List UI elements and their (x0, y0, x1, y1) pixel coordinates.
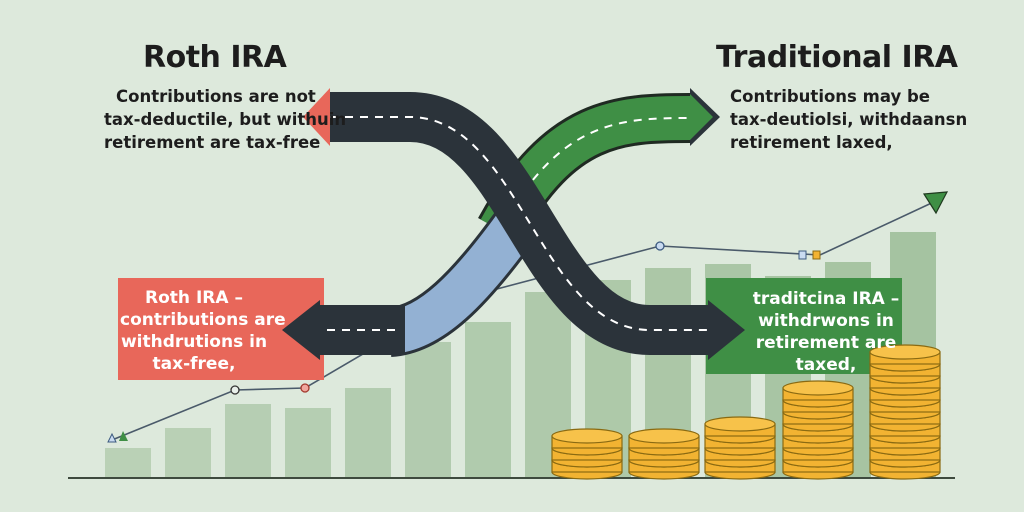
trend-start-icon (107, 432, 117, 443)
coin-stack-group (551, 344, 941, 480)
trend-point (812, 250, 821, 260)
coin-icon (782, 380, 854, 408)
roth-callout-line: tax-free, (152, 354, 236, 374)
traditional-callout-line: withdrwons in (758, 311, 894, 331)
roth-callout-text: Roth IRA – contributions are withdrution… (120, 287, 286, 375)
traditional-callout-line: taxed, (795, 355, 857, 375)
arrow-left-icon (282, 300, 320, 360)
trend-arrow-icon (922, 191, 949, 215)
roth-callout-line: Roth IRA – (145, 288, 243, 308)
trend-start-icon (119, 431, 128, 441)
traditional-callout-line: retirement are (755, 333, 897, 353)
roth-ira-title: Roth IRA (143, 40, 287, 75)
roth-callout-line: withdrutions in (120, 332, 268, 352)
coin-icon (704, 416, 776, 444)
roth-description-line: Contributions are not (116, 87, 316, 106)
traditional-callout-line: traditcina IRA – (752, 289, 900, 309)
trend-point (230, 385, 240, 395)
traditional-description-line: Contributions may be (730, 87, 930, 106)
trend-point (655, 241, 665, 251)
roth-description: Contributions are not tax-deductile, but… (104, 85, 346, 154)
background-bar (225, 404, 271, 478)
coin-icon (869, 344, 941, 372)
trend-point (300, 383, 310, 393)
traditional-ira-title: Traditional IRA (716, 40, 958, 75)
background-bar (105, 448, 151, 478)
arrow-right-icon (708, 300, 745, 360)
roth-description-line: tax-deductile, but withuin (104, 110, 347, 129)
traditional-description-line: retirement laxed, (730, 133, 893, 152)
traditional-callout-text: traditcina IRA – withdrwons in retiremen… (748, 288, 904, 376)
background-bar (285, 408, 331, 478)
arrow-left-icon (303, 88, 330, 146)
background-bar (465, 322, 511, 478)
traditional-description-line: tax-deutiolsi, withdaansn (730, 110, 968, 129)
coin-icon (628, 428, 700, 456)
traditional-description: Contributions may be tax-deutiolsi, with… (730, 85, 967, 154)
roth-description-line: retirement are tax-free (104, 133, 321, 152)
background-bar (405, 342, 451, 478)
background-bar (345, 388, 391, 478)
background-bar (165, 428, 211, 478)
roth-callout-line: contributions are (120, 310, 286, 330)
trend-point (798, 250, 807, 260)
coin-icon (551, 428, 623, 456)
